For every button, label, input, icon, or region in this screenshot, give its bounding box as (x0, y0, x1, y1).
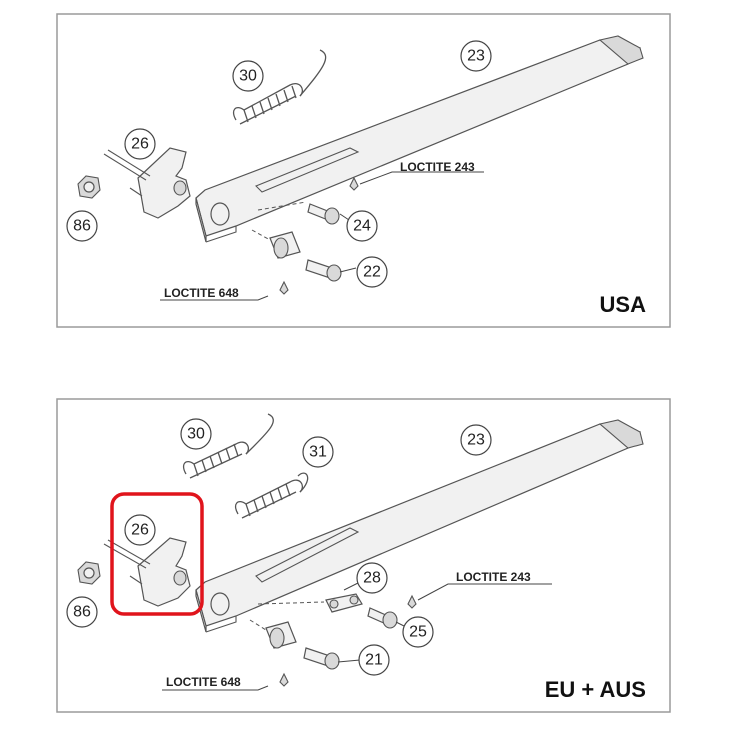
region-label: EU + AUS (545, 677, 646, 702)
svg-text:30: 30 (239, 68, 257, 85)
loctite-drop-648 (279, 280, 289, 295)
svg-text:22: 22 (363, 264, 381, 281)
svg-text:21: 21 (365, 652, 383, 669)
bracket-26 (103, 537, 191, 607)
callout-30: 30 (180, 418, 212, 450)
bushing-22 (251, 229, 342, 282)
spring-30 (182, 413, 274, 479)
callout-22: 22 (356, 256, 388, 288)
loctite-drop-243 (349, 176, 359, 191)
svg-text:24: 24 (353, 218, 371, 235)
callout-23: 23 (460, 40, 492, 72)
svg-text:86: 86 (73, 218, 91, 235)
bolt-25 (257, 601, 398, 629)
panel-usa: 30 26 23 86 24 22 LOCTITE 243 LOCTITE 64… (56, 13, 671, 328)
callout-25: 25 (402, 616, 434, 648)
region-label: USA (600, 292, 647, 317)
svg-text:25: 25 (409, 624, 427, 641)
svg-text:26: 26 (131, 522, 149, 539)
spring-31 (234, 472, 309, 519)
callout-26: 26 (124, 128, 156, 160)
loctite-drop-648 (279, 672, 289, 687)
svg-text:31: 31 (309, 444, 327, 461)
svg-text:26: 26 (131, 136, 149, 153)
svg-text:28: 28 (363, 570, 381, 587)
loctite-243-label: LOCTITE 243 (400, 160, 475, 174)
callout-26: 26 (124, 514, 156, 546)
svg-text:86: 86 (73, 604, 91, 621)
callout-28: 28 (356, 562, 388, 594)
svg-text:23: 23 (467, 48, 485, 65)
nut-86 (77, 175, 101, 199)
loctite-drop-243 (407, 594, 417, 609)
loctite-648-label: LOCTITE 648 (164, 286, 239, 300)
plate-28 (325, 593, 363, 613)
svg-text:30: 30 (187, 426, 205, 443)
bushing-21 (249, 619, 340, 670)
spring-30 (232, 49, 327, 125)
side-stand-arm (195, 35, 644, 243)
panel-eu-aus: 30 31 23 26 28 86 25 21 LOCTI (56, 398, 671, 713)
bolt-24 (257, 201, 340, 225)
callout-23: 23 (460, 424, 492, 456)
svg-text:23: 23 (467, 432, 485, 449)
callout-86: 86 (66, 596, 98, 628)
loctite-648-label: LOCTITE 648 (166, 675, 241, 689)
callout-21: 21 (358, 644, 390, 676)
highlight-box-part-26 (110, 492, 204, 616)
callout-86: 86 (66, 210, 98, 242)
loctite-243-label: LOCTITE 243 (456, 570, 531, 584)
nut-86 (77, 561, 101, 585)
callout-31: 31 (302, 436, 334, 468)
callout-30: 30 (232, 60, 264, 92)
callout-24: 24 (346, 210, 378, 242)
bracket-26 (103, 147, 191, 219)
side-stand-arm (195, 419, 644, 633)
